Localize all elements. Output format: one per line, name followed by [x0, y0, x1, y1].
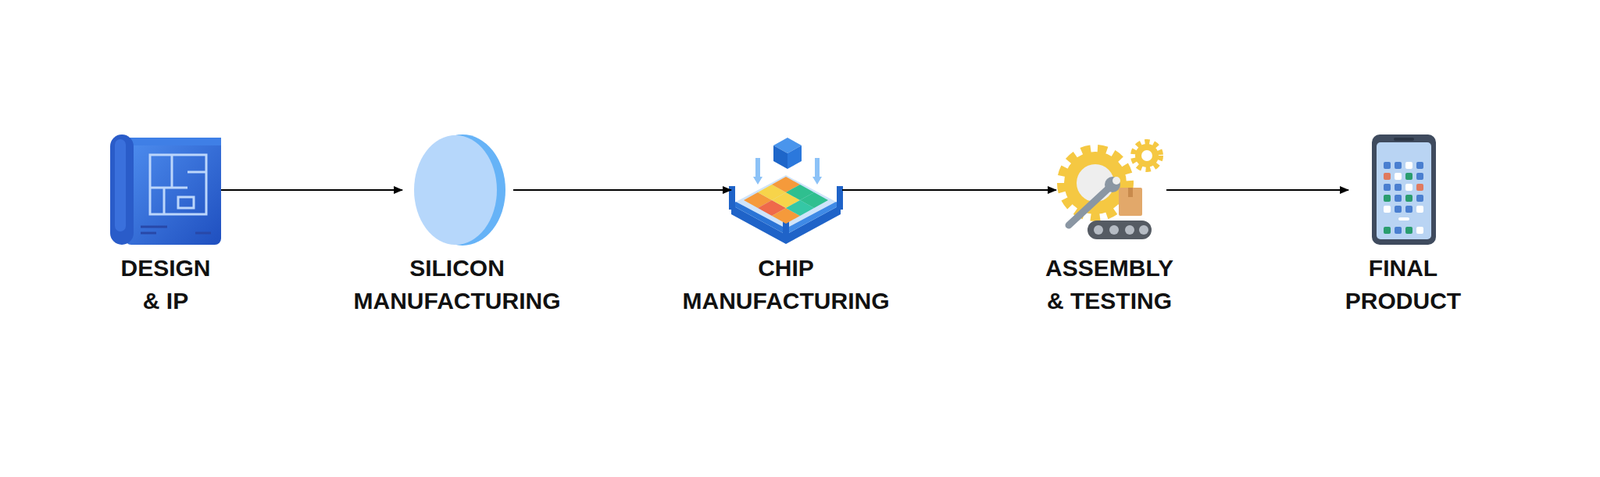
- blueprint-roll-shade: [114, 139, 126, 232]
- wrench: [1068, 185, 1111, 225]
- step-label: CHIP MANUFACTURING: [668, 251, 904, 318]
- conveyor: [1087, 220, 1152, 240]
- phone-icon: [1371, 134, 1436, 245]
- tray-post: [836, 185, 843, 210]
- parcel: [1118, 187, 1143, 216]
- small-gear-teeth: [1133, 142, 1161, 169]
- process-step: CHIP MANUFACTURING: [731, 132, 843, 247]
- step-label: ASSEMBLY & TESTING: [1039, 251, 1180, 318]
- phone-screen: [1376, 142, 1432, 240]
- assembly-icon: [1060, 142, 1161, 240]
- floor-plan: [150, 154, 207, 215]
- phone-body: [1371, 134, 1436, 245]
- process-step: DESIGN & IP: [110, 132, 222, 247]
- small-gear: [1135, 143, 1159, 168]
- phone-speaker: [1393, 137, 1415, 141]
- step-label: SILICON MANUFACTURING: [339, 251, 575, 318]
- small-gear-hole: [1141, 150, 1153, 161]
- flow-arrow: [513, 189, 732, 191]
- chip-icon: [728, 137, 843, 244]
- process-step: SILICON MANUFACTURING: [402, 132, 514, 247]
- process-step: FINAL PRODUCT: [1348, 132, 1436, 247]
- roller: [1109, 225, 1119, 235]
- arrow-head: [753, 176, 763, 185]
- process-step: ASSEMBLY & TESTING: [1056, 132, 1167, 247]
- step-label: FINAL PRODUCT: [1332, 251, 1474, 318]
- wrench-jaw: [1112, 176, 1121, 185]
- die-grid: [743, 176, 829, 224]
- app-icons: [1383, 161, 1424, 234]
- flow-arrow: [221, 189, 403, 191]
- parcel-tape: [1128, 187, 1133, 197]
- tray-top: [735, 175, 836, 229]
- blueprint-notes: [140, 226, 211, 233]
- roller: [1093, 225, 1104, 235]
- blueprint-icon: [110, 134, 222, 245]
- blueprint-top: [125, 137, 222, 146]
- flow-arrow: [842, 189, 1057, 191]
- roller: [1139, 225, 1149, 235]
- blueprint-roll: [110, 134, 134, 245]
- wafer-face: [414, 135, 497, 245]
- arrow-head: [812, 176, 822, 185]
- cube: [773, 137, 802, 169]
- blueprint-sheet: [125, 137, 222, 245]
- roller: [1125, 225, 1135, 235]
- wrench-head: [1104, 176, 1121, 193]
- step-label: DESIGN & IP: [114, 251, 217, 318]
- wafer-icon: [414, 134, 506, 246]
- flow-arrow: [1166, 189, 1349, 191]
